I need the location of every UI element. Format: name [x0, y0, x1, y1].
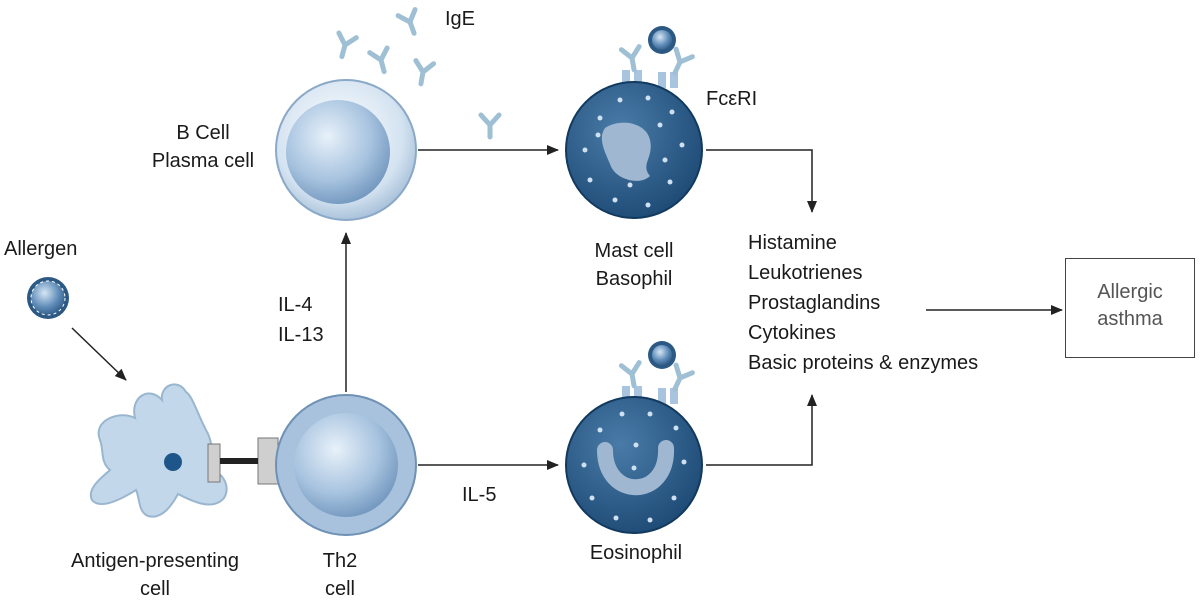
- antigen-presenting-cell-label: Antigen-presenting: [71, 550, 239, 572]
- mhc-tcr-synapse: [207, 437, 279, 485]
- th2-cell: [275, 394, 417, 536]
- allergic-asthma-box: Allergic asthma: [1065, 258, 1195, 358]
- antigen-presenting-cell: [89, 383, 228, 518]
- mediator-item: Basic proteins & enzymes: [748, 352, 979, 374]
- arrow-allergen-to-apc: [71, 327, 127, 381]
- b-cell-label: B Cell: [176, 122, 230, 144]
- allergen-particle: [27, 277, 69, 319]
- mediator-item: Cytokines: [748, 322, 836, 344]
- arrow-eosinophil-to-mediators: [706, 394, 817, 466]
- il13-label: IL-13: [278, 324, 324, 346]
- outcome-line-1: Allergic: [1097, 281, 1163, 303]
- arrow-mast-to-mediators: [706, 149, 817, 213]
- th2-cell-label: cell: [324, 578, 355, 600]
- basophil-label: Basophil: [595, 268, 673, 290]
- b-cell: [275, 79, 417, 221]
- outcome-line-2: asthma: [1097, 308, 1163, 330]
- eosinophil-cell: [565, 341, 703, 534]
- mediator-item: Leukotrienes: [748, 262, 863, 284]
- mediator-item: Histamine: [748, 232, 837, 254]
- th2-label: Th2: [322, 550, 358, 572]
- plasma-cell-label: Plasma cell: [151, 150, 255, 172]
- eosinophil-label: Eosinophil: [589, 542, 683, 564]
- fceri-label: FcεRI: [706, 88, 758, 110]
- antigen-presenting-cell-label-2: cell: [139, 578, 170, 600]
- mediators-list: Histamine Leukotrienes Prostaglandins Cy…: [748, 230, 978, 377]
- mast-cell-label: Mast cell: [594, 240, 674, 262]
- mediator-item: Prostaglandins: [748, 292, 881, 314]
- mast-cell: [565, 26, 703, 219]
- il4-label: IL-4: [278, 294, 313, 316]
- il5-label: IL-5: [462, 484, 497, 506]
- ige-label: IgE: [445, 8, 476, 30]
- allergen-label: Allergen: [4, 238, 78, 260]
